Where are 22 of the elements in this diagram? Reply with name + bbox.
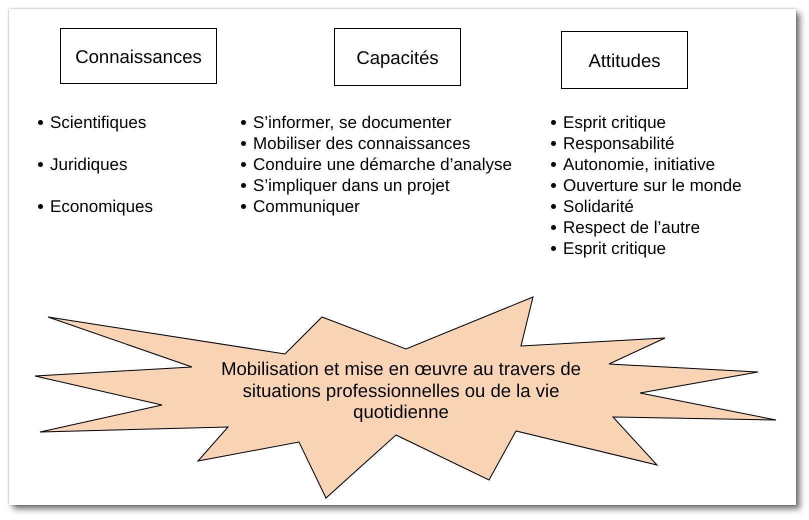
bullet-item: Communiquer — [239, 196, 360, 217]
heading-box — [60, 28, 217, 84]
bullet-item: Esprit critique — [549, 238, 666, 259]
bullet-item: Scientifiques — [36, 112, 146, 133]
bullet-item: Mobiliser des connaissances — [239, 133, 470, 154]
heading-box — [561, 31, 688, 89]
bullet-item: Economiques — [36, 196, 154, 217]
heading-box — [334, 28, 461, 86]
bullet-item: Esprit critique — [549, 112, 666, 133]
starburst-text: Mobilisation et mise en œuvre au travers de situations professionnelles ou de la vie quotidienne — [220, 358, 582, 423]
heading-text: Connaissances — [75, 46, 202, 66]
bullet-item: Solidarité — [549, 196, 634, 217]
bullet-item: Respect de l’autre — [549, 217, 700, 238]
bullet-item: Ouverture sur le monde — [549, 175, 742, 196]
bullet-item: S’informer, se documenter — [239, 112, 452, 133]
bullet-item: Responsabilité — [549, 133, 675, 154]
bullet-item: Autonomie, initiative — [549, 154, 716, 175]
heading-text: Attitudes — [588, 50, 660, 70]
bullet-item: S’impliquer dans un projet — [239, 175, 450, 196]
bullet-item: Juridiques — [36, 154, 128, 175]
bullet-item: Conduire une démarche d’analyse — [239, 154, 512, 175]
heading-text: Capacités — [356, 46, 439, 68]
